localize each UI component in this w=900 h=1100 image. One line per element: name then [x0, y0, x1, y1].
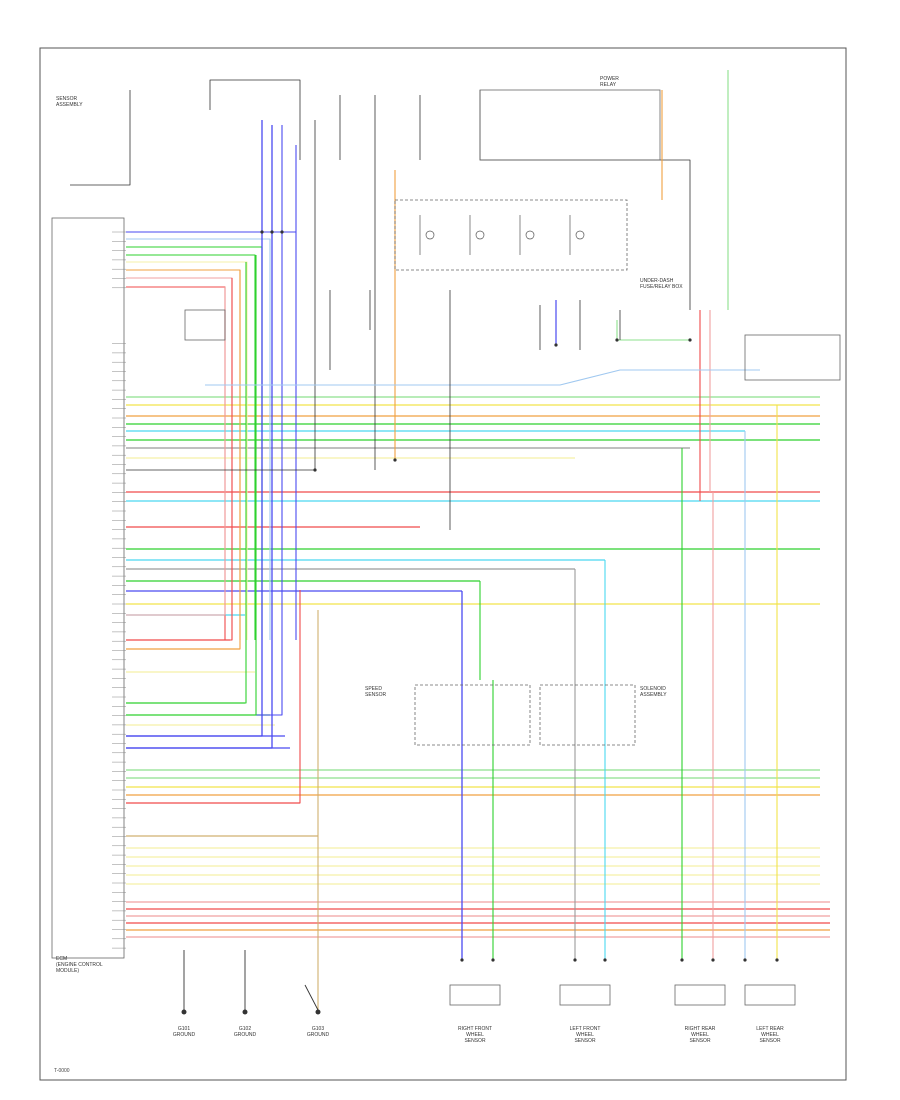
component-label: GROUND [307, 1032, 330, 1038]
relay-coil [525, 230, 535, 240]
module-label: SPEED [365, 686, 382, 692]
trunk-wire-pink [126, 287, 226, 616]
component-label: WHEEL [576, 1032, 594, 1038]
splice-dot [603, 958, 607, 962]
ecm-module-box [51, 217, 125, 959]
ground-point [181, 1009, 187, 1015]
splice-dot [680, 958, 684, 962]
component-label: WHEEL [466, 1032, 484, 1038]
relay-coil [575, 230, 585, 240]
component-label: GROUND [234, 1032, 257, 1038]
component-label: SENSOR [689, 1038, 711, 1044]
component-label: WHEEL [691, 1032, 709, 1038]
relay-coil [475, 230, 485, 240]
top-wire [209, 79, 301, 110]
component-label: SENSOR [759, 1038, 781, 1044]
splice-dot [460, 958, 464, 962]
ground-point [242, 1009, 248, 1015]
solenoid-box-left [414, 684, 531, 746]
module-label: UNDER-DASH [640, 278, 674, 284]
splice-dot [688, 338, 692, 342]
component-label: WHEEL [761, 1032, 779, 1038]
trunk-wire-red [126, 278, 233, 641]
trunk-wire-orange [126, 270, 241, 650]
wheel-sensor-box [674, 984, 726, 1006]
trunk-wire-green [126, 262, 247, 704]
trunk-wire-green [126, 255, 257, 716]
trunk-wire-blue [126, 125, 273, 749]
wheel-sensor-box [559, 984, 611, 1006]
component-label: LEFT REAR [756, 1026, 784, 1032]
component-label: G103 [312, 1026, 324, 1032]
module-label: ASSEMBLY [640, 692, 667, 698]
component-label: RIGHT REAR [685, 1026, 716, 1032]
component-label: RIGHT FRONT [458, 1026, 492, 1032]
solenoid-box-right [539, 684, 636, 746]
right-mid-module [744, 334, 841, 381]
component-label: SENSOR [464, 1038, 486, 1044]
splice-dot [554, 343, 558, 347]
splice-dot [615, 338, 619, 342]
splice-dot [270, 230, 274, 234]
sensor-wire [70, 90, 131, 186]
module-label: (ENGINE CONTROL [56, 962, 103, 968]
ground-point [315, 1009, 321, 1015]
module-label: ASSEMBLY [56, 102, 83, 108]
ecm-input-wire [126, 254, 256, 640]
splice-dot [711, 958, 715, 962]
splice-dot [775, 958, 779, 962]
splice-dot [573, 958, 577, 962]
component-label: GROUND [173, 1032, 196, 1038]
splice-dot [743, 958, 747, 962]
trunk-wire-red [126, 590, 301, 804]
trunk-wire-blue [126, 120, 263, 737]
module-label: SENSOR [56, 96, 78, 102]
ecm-input-wire [126, 238, 271, 640]
ground-wire [304, 984, 319, 1011]
component-label: G102 [239, 1026, 251, 1032]
splice-dot [491, 958, 495, 962]
relay-box-center [394, 199, 628, 271]
module-label: POWER [600, 76, 619, 82]
module-label: ECM [56, 956, 67, 962]
splice-dot [260, 230, 264, 234]
module-label: FUSE/RELAY BOX [640, 284, 683, 290]
wheel-sensor-box [449, 984, 501, 1006]
corner-label: T-0000 [54, 1068, 70, 1074]
module-label: SOLENOID [640, 686, 666, 692]
module-label: RELAY [600, 82, 617, 88]
module-label: SENSOR [365, 692, 387, 698]
module-label: MODULE) [56, 968, 79, 974]
top-center-module [479, 89, 661, 161]
component-label: G101 [178, 1026, 190, 1032]
splice-dot [313, 468, 317, 472]
signal-wire [205, 369, 760, 386]
wheel-sensor-box [744, 984, 796, 1006]
small-module [184, 309, 226, 341]
splice-dot [393, 458, 397, 462]
splice-dot [280, 230, 284, 234]
relay-coil [425, 230, 435, 240]
diagram-frame [39, 47, 847, 1081]
component-label: LEFT FRONT [570, 1026, 601, 1032]
ecm-input-wire [126, 261, 248, 640]
component-label: SENSOR [574, 1038, 596, 1044]
